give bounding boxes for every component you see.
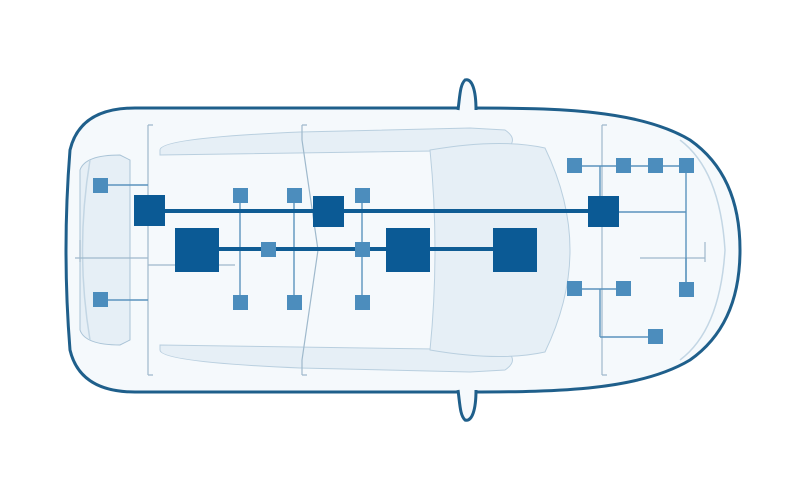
domain-controller-front-lower — [493, 228, 537, 272]
ecu — [261, 242, 276, 257]
ecu — [567, 158, 582, 173]
domain-controllers — [134, 195, 619, 272]
ecu — [616, 281, 631, 296]
ecu — [287, 188, 302, 203]
ecu — [567, 281, 582, 296]
ecu — [233, 188, 248, 203]
ecu — [355, 242, 370, 257]
ecu — [355, 295, 370, 310]
right-mirror — [456, 389, 478, 422]
domain-controller-front — [588, 196, 619, 227]
ecu — [233, 295, 248, 310]
left-mirror — [456, 78, 478, 111]
ecu — [287, 295, 302, 310]
ecu — [616, 158, 631, 173]
ecu — [93, 292, 108, 307]
domain-controller-rear-lower — [175, 228, 219, 272]
front-contour — [679, 139, 726, 361]
rear-window — [79, 154, 131, 346]
domain-controller-mid-lower — [386, 228, 430, 272]
ecu — [355, 188, 370, 203]
ecu — [679, 282, 694, 297]
rear-contour — [81, 159, 91, 341]
domain-controller-rear — [134, 195, 165, 226]
ecu — [93, 178, 108, 193]
ecus — [93, 158, 694, 344]
ecu — [648, 158, 663, 173]
ecu — [648, 329, 663, 344]
domain-controller-mid-upper — [313, 196, 344, 227]
ecu — [679, 158, 694, 173]
